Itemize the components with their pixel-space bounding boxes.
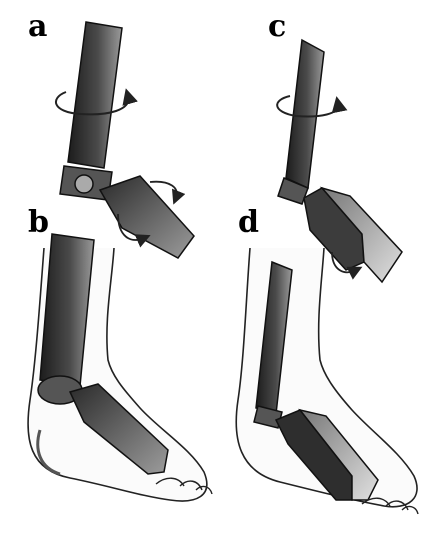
panel-a-mechanism xyxy=(56,22,194,258)
panel-d-leg-with-model xyxy=(236,248,418,514)
panel-label-b: b xyxy=(28,208,49,238)
panel-c-shank-bar xyxy=(286,40,324,188)
panel-a-joint-pivot xyxy=(75,175,93,193)
panel-label-d: d xyxy=(238,208,259,238)
panel-c-mechanism xyxy=(277,40,402,282)
panel-a-foot-block xyxy=(100,176,194,258)
panel-label-a: a xyxy=(28,12,47,42)
panel-a-shank-bar xyxy=(68,22,122,168)
panel-label-c: c xyxy=(268,12,286,42)
panel-b-leg-with-model xyxy=(28,234,212,501)
